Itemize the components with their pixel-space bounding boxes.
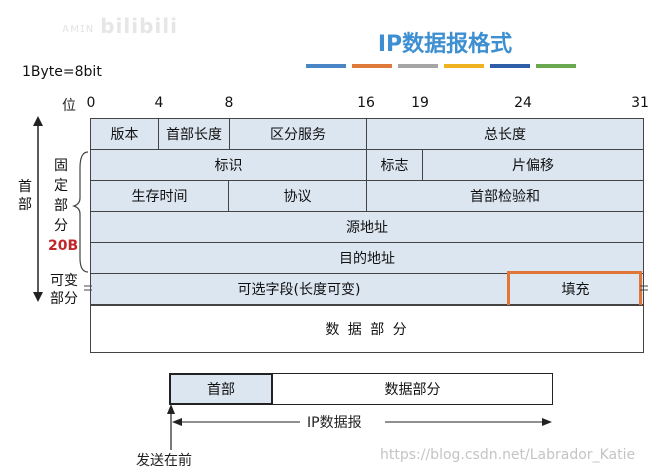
label-variable-part: 可变部分 <box>50 273 78 307</box>
label-fixed-part: 固定部分 <box>54 158 68 234</box>
bit-pos-24: 24 <box>514 95 532 111</box>
bit-pos-19: 19 <box>411 95 429 111</box>
field-source-address: 源地址 <box>90 211 644 243</box>
field-options: 可选字段(长度可变) <box>90 273 508 305</box>
logo-prefix: ᴀᴍɪɴ <box>62 20 95 35</box>
field-padding: 填充 <box>507 273 644 305</box>
arrow-up-icon <box>33 116 43 126</box>
bit-pos-4: 4 <box>154 95 164 111</box>
bit-pos-16: 16 <box>357 95 375 111</box>
bit-pos-0: 0 <box>86 95 96 111</box>
credit-watermark: https://blog.csdn.net/Labrador_Katie <box>380 447 636 463</box>
brace-icon <box>72 151 89 273</box>
field-header-checksum: 首部检验和 <box>366 180 644 212</box>
field-total-length: 总长度 <box>366 118 644 150</box>
send-first-label: 发送在前 <box>136 453 192 469</box>
datagram-data-box: 数据部分 <box>272 373 553 405</box>
page-title: IP数据报格式 <box>377 32 513 57</box>
stripe-gray <box>398 64 438 68</box>
bit-pos-31: 31 <box>631 95 649 111</box>
unit-note: 1Byte=8bit <box>22 64 102 80</box>
bit-label: 位 <box>62 98 76 114</box>
field-identification: 标识 <box>90 149 367 181</box>
arrow-down-icon <box>33 292 43 302</box>
stripe-orange <box>352 64 392 68</box>
bilibili-logo: ᴀᴍɪɴ bilibili <box>62 14 178 38</box>
data-part: 数 据 部 分 <box>90 305 644 353</box>
arrow-left-icon <box>172 418 182 426</box>
bit-pos-8: 8 <box>224 95 234 111</box>
stripe-blue <box>306 64 346 68</box>
send-arrow-icon <box>167 404 175 414</box>
datagram-label: IP数据报 <box>305 412 364 432</box>
logo-text: bilibili <box>100 14 178 38</box>
arrow-right-icon <box>542 418 552 426</box>
datagram-header-box: 首部 <box>169 373 273 405</box>
stripe-yellow <box>444 64 484 68</box>
stripe-darkblue <box>490 64 530 68</box>
stripe-green <box>536 64 576 68</box>
label-header: 首部 <box>18 179 32 213</box>
field-ttl: 生存时间 <box>90 180 229 212</box>
label-fixed-size: 20B <box>48 238 79 254</box>
field-flags: 标志 <box>366 149 423 181</box>
